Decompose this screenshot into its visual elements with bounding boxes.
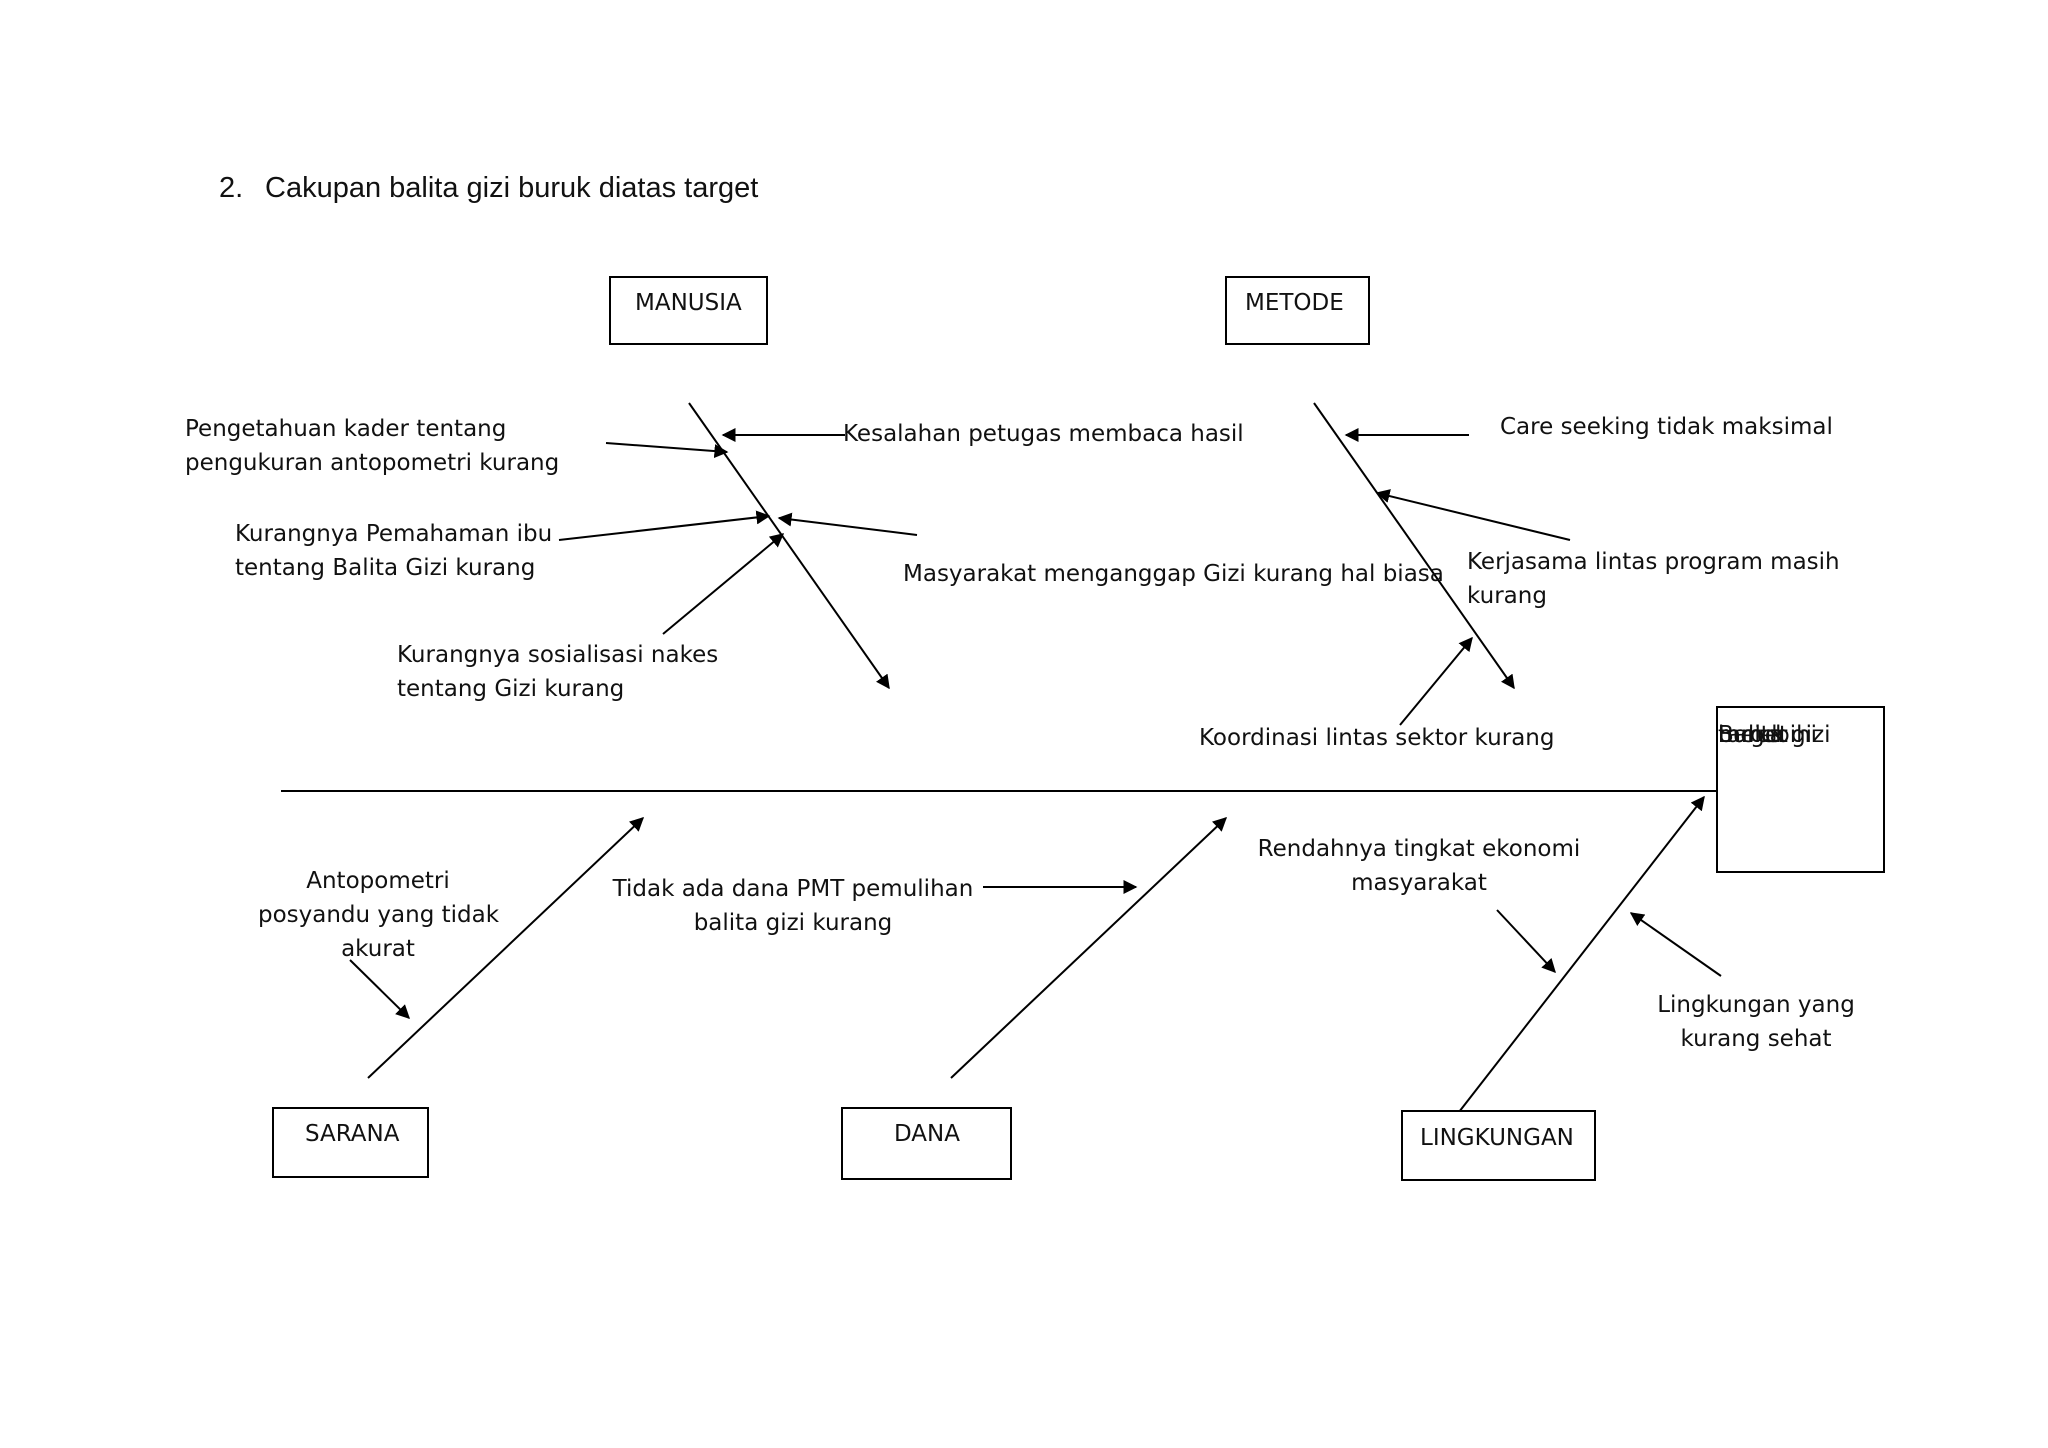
bone-metode: [1313, 402, 1515, 690]
category-box-metode: METODE: [1225, 276, 1370, 345]
bone-dana: [950, 817, 1228, 1079]
category-label-manusia: MANUSIA: [635, 290, 742, 316]
category-label-sarana: SARANA: [305, 1121, 400, 1147]
cause-dana-pmt: Tidak ada dana PMT pemulihan balita gizi…: [612, 876, 974, 936]
category-box-lingkungan: LINGKUNGAN: [1401, 1110, 1596, 1181]
effect-box: Balita gizi buruk melebihi target: [1716, 706, 1885, 873]
category-label-dana: DANA: [894, 1121, 960, 1147]
title-number: 2.: [219, 172, 244, 204]
cause-care-seeking: Care seeking tidak maksimal: [1500, 414, 1833, 440]
cause-sosialisasi-nakes: Kurangnya sosialisasi nakes tentang Gizi…: [397, 642, 719, 702]
effect-line: melebihi: [1718, 722, 1818, 748]
cause-pemahaman-ibu: Kurangnya Pemahaman ibu tentang Balita G…: [235, 521, 553, 581]
cause-lingkungan-kurang-sehat: Lingkungan yang kurang sehat: [1657, 992, 1855, 1052]
arrow-masyarakat-menganggap: [777, 512, 918, 536]
arrow-antopometri-posyandu: [349, 959, 410, 1019]
arrow-sosialisasi-nakes: [662, 533, 785, 635]
cause-pengetahuan-kader: Pengetahuan kader tentang pengukuran ant…: [185, 416, 560, 476]
title-text: Cakupan balita gizi buruk diatas target: [265, 172, 759, 204]
effect-line: Balita gizi: [1718, 722, 1831, 748]
bone-lingkungan: [1458, 795, 1705, 1113]
arrow-kerjasama-lintas: [1375, 489, 1571, 541]
effect-line: buruk: [1718, 722, 1785, 748]
cause-masyarakat-menganggap: Masyarakat menganggap Gizi kurang hal bi…: [903, 561, 1444, 587]
arrow-pemahaman-ibu: [558, 510, 771, 541]
effect-line: target: [1718, 722, 1788, 748]
bone-sarana: [367, 817, 645, 1079]
arrow-ekonomi-masyarakat: [1496, 909, 1556, 974]
cause-ekonomi-masyarakat: Rendahnya tingkat ekonomi masyarakat: [1257, 836, 1581, 896]
cause-koordinasi-lintas: Koordinasi lintas sektor kurang: [1199, 725, 1555, 751]
document-title: 2. Cakupan balita gizi buruk diatas targe…: [219, 172, 758, 205]
arrow-lingkungan-kurang-sehat: [1629, 912, 1722, 977]
category-label-metode: METODE: [1245, 290, 1344, 316]
category-box-sarana: SARANA: [272, 1107, 429, 1178]
cause-antopometri-posyandu: Antopometri posyandu yang tidak akurat: [258, 868, 500, 962]
category-label-lingkungan: LINGKUNGAN: [1420, 1125, 1574, 1151]
arrow-pengetahuan-kader: [605, 442, 729, 459]
cause-kesalahan-petugas: Kesalahan petugas membaca hasil: [843, 421, 1244, 447]
category-box-manusia: MANUSIA: [609, 276, 768, 345]
category-box-dana: DANA: [841, 1107, 1012, 1180]
cause-kerjasama-lintas: Kerjasama lintas program masih kurang: [1467, 549, 1840, 609]
arrow-koordinasi-lintas: [1399, 636, 1473, 726]
